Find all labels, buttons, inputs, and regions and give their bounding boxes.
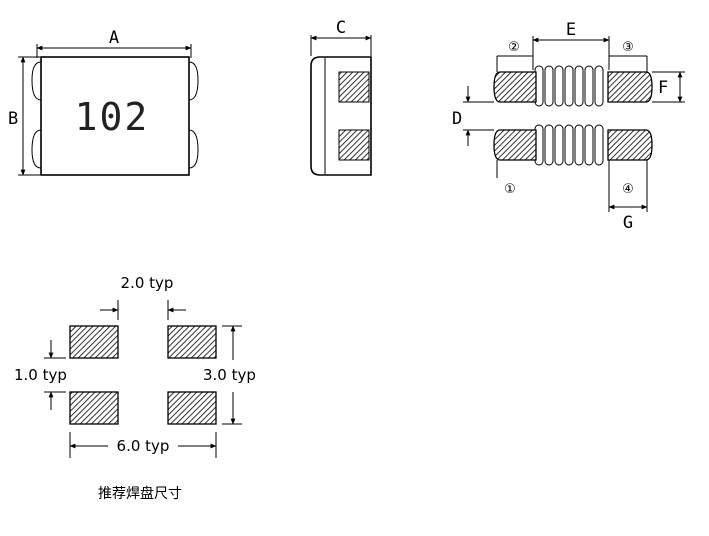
dimension-e-label: E (566, 20, 576, 40)
land-pattern: 2.0 typ 1.0 typ 3.0 typ 6.0 typ (14, 274, 256, 458)
coil-terminal-2 (493, 71, 537, 103)
dimension-f-label: F (658, 78, 668, 98)
upper-winding (534, 65, 604, 107)
terminal-bump (188, 61, 199, 101)
top-view: 102 A B (8, 28, 199, 176)
dimension-d-label: D (452, 109, 462, 129)
pin-2-label: ② (508, 40, 520, 55)
solder-pad (167, 391, 217, 425)
solder-pad (167, 325, 217, 359)
dimension-b-label: B (8, 109, 18, 129)
terminal-bump (188, 129, 199, 169)
pin-3-label: ③ (622, 40, 634, 55)
pad-pitch-label: 2.0 typ (121, 274, 174, 292)
dimension-c-label: C (336, 18, 346, 38)
side-terminal (338, 129, 370, 161)
coil-view: E ② ③ ① ④ F D G (452, 20, 685, 233)
solder-pad (69, 325, 119, 359)
overall-height-label: 3.0 typ (203, 366, 256, 384)
coil-terminal-3 (607, 71, 653, 103)
solder-pad (69, 391, 119, 425)
pin-4-label: ④ (622, 182, 634, 197)
dimension-g-label: G (623, 213, 633, 233)
pad-height-label: 1.0 typ (14, 366, 67, 384)
terminal-bump (31, 129, 42, 169)
dimension-a-label: A (109, 28, 119, 48)
coil-terminal-4 (607, 129, 653, 161)
component-body (40, 56, 190, 176)
side-view: C (310, 18, 372, 176)
terminal-bump (31, 61, 42, 101)
lower-winding (534, 124, 604, 166)
component-marking: 102 (75, 95, 150, 139)
side-terminal (338, 71, 370, 103)
land-pattern-caption: 推荐焊盘尺寸 (98, 486, 182, 502)
pin-1-label: ① (504, 182, 516, 197)
side-body (310, 56, 372, 176)
overall-width-label: 6.0 typ (117, 437, 170, 455)
coil-terminal-1 (493, 129, 537, 161)
